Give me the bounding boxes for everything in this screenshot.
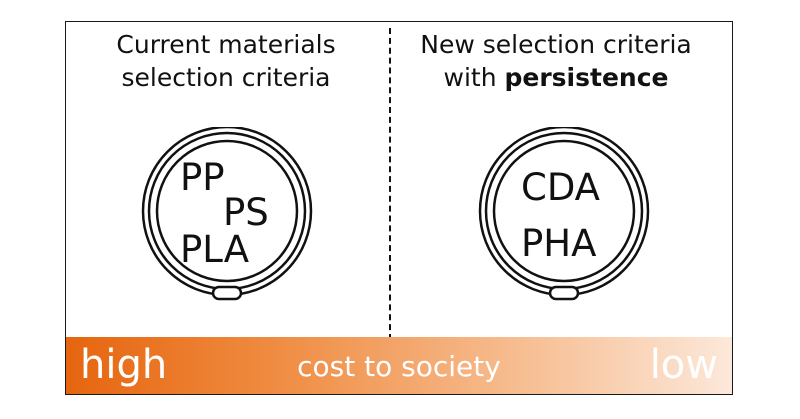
- cost-to-society-bar: high cost to society low: [66, 337, 732, 394]
- material-pp: PP: [180, 156, 225, 199]
- cost-to-society-label: cost to society: [297, 350, 501, 383]
- right-panel-title: New selection criteria with persistence: [396, 28, 716, 94]
- right-title-bold: persistence: [504, 63, 669, 92]
- cup-lid-icon: [141, 125, 313, 301]
- right-title-prefix: with: [443, 63, 505, 92]
- left-title-line2: selection criteria: [121, 63, 331, 92]
- material-pla: PLA: [180, 228, 250, 271]
- material-ps: PS: [223, 191, 269, 234]
- left-panel-title: Current materials selection criteria: [66, 28, 386, 94]
- material-cda: CDA: [521, 166, 600, 209]
- left-cup-lid: PP PS PLA: [140, 125, 314, 303]
- left-title-line1: Current materials: [116, 30, 336, 59]
- low-label: low: [649, 342, 718, 388]
- right-title-line1: New selection criteria: [420, 30, 692, 59]
- dashed-divider: [389, 28, 391, 340]
- high-label: high: [80, 342, 168, 388]
- right-cup-lid: CDA PHA: [477, 125, 651, 303]
- cup-lid-icon: [478, 125, 650, 301]
- diagram-frame: Current materials selection criteria New…: [65, 21, 733, 395]
- material-pha: PHA: [521, 222, 597, 265]
- right-title-line2: with persistence: [396, 61, 716, 94]
